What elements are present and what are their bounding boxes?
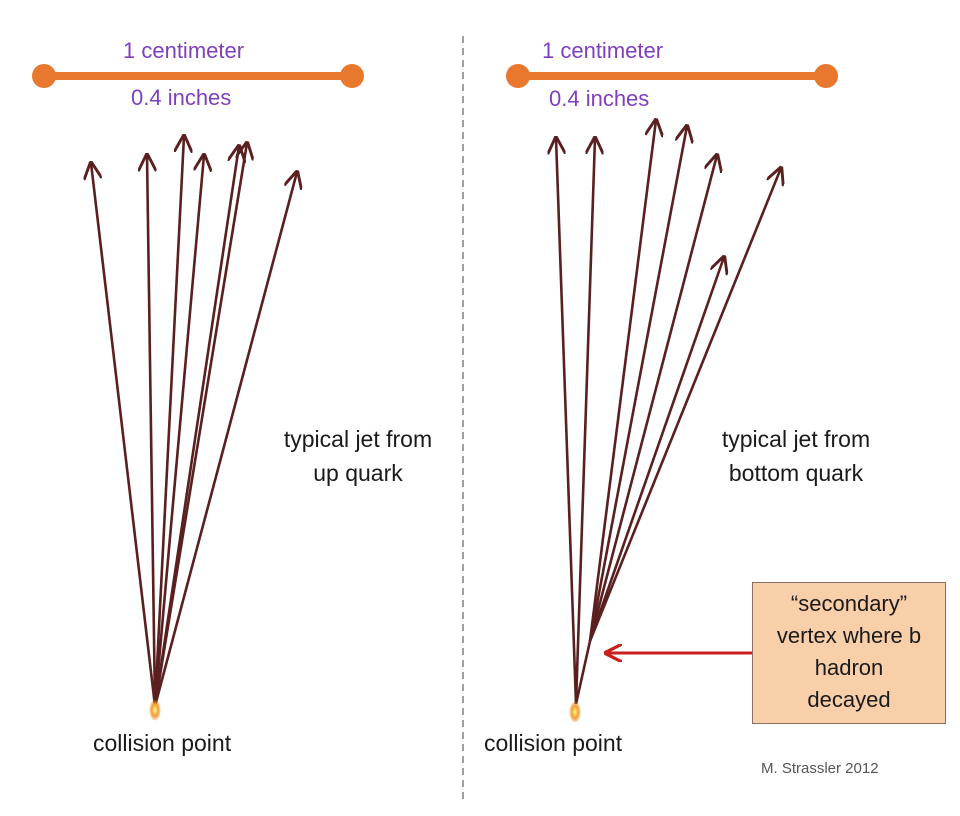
track-arrow [153, 136, 184, 707]
right-scale-label-cm: 1 centimeter [542, 38, 664, 63]
b-hadron-path [574, 640, 592, 705]
right-scale-end-left [506, 64, 530, 88]
track-arrow [588, 168, 781, 642]
right-collision-label: collision point [484, 730, 623, 756]
right-jet-tracks [556, 120, 781, 705]
track-arrow [588, 120, 656, 642]
left-scale-label-cm: 1 centimeter [123, 38, 245, 63]
note-line: vertex where b [776, 623, 922, 648]
right-scale-end-right [814, 64, 838, 88]
left-jet-tracks [91, 136, 297, 707]
left-scale-end-left [32, 64, 56, 88]
track-arrow [588, 155, 717, 642]
track-arrow [588, 126, 687, 642]
left-jet-label-line1: typical jet from [283, 426, 433, 452]
track-arrow [556, 138, 578, 705]
track-arrow [147, 155, 155, 707]
author-credit: M. Strassler 2012 [761, 760, 879, 777]
track-arrow [153, 155, 204, 707]
track-arrow [153, 172, 297, 707]
track-arrow [574, 138, 595, 705]
right-jet-label: typical jet from bottom quark [706, 422, 886, 490]
left-jet-label: typical jet from up quark [270, 422, 446, 490]
track-arrow [153, 143, 247, 707]
right-collision-point [569, 701, 581, 723]
note-line: “secondary” [790, 591, 908, 616]
right-jet-label-line1: typical jet from [721, 426, 871, 452]
track-arrow [588, 257, 724, 642]
left-collision-label: collision point [93, 730, 232, 756]
left-scale-label-in: 0.4 inches [131, 85, 232, 110]
left-jet-label-line2: up quark [313, 460, 403, 486]
secondary-vertex-note: “secondary” vertex where b hadron decaye… [752, 582, 946, 724]
left-scale-bar [32, 64, 364, 88]
right-scale-label-in: 0.4 inches [549, 86, 650, 111]
track-arrow [91, 163, 157, 707]
note-line: decayed [807, 687, 891, 712]
left-collision-point [149, 699, 161, 721]
right-jet-label-line2: bottom quark [728, 460, 864, 486]
right-scale-bar [506, 64, 838, 88]
left-scale-end-right [340, 64, 364, 88]
note-line: hadron [814, 655, 884, 680]
